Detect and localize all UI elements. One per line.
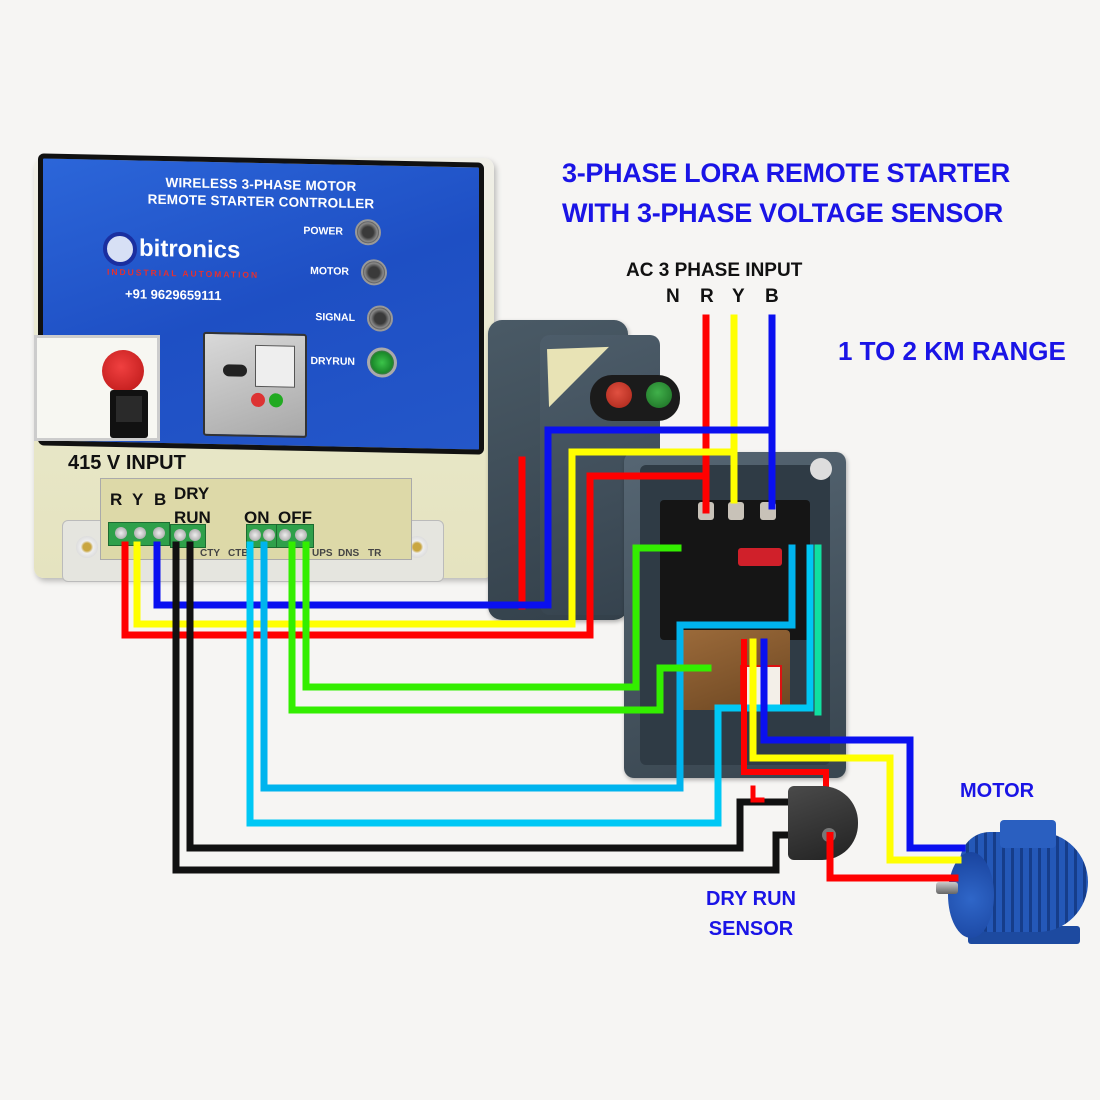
wire-r-controller bbox=[121, 472, 710, 639]
motor-shaft bbox=[936, 882, 958, 894]
wire-out-r-stub bbox=[750, 785, 765, 803]
terminal-off-label: OFF bbox=[278, 508, 312, 527]
screw-icon bbox=[153, 527, 165, 539]
mount-hole-icon bbox=[76, 536, 98, 558]
wire-off-1 bbox=[288, 541, 712, 714]
diagram-title-line1: 3-PHASE LORA REMOTE STARTER bbox=[562, 158, 1010, 188]
wire-off-2 bbox=[302, 541, 682, 691]
mount-hole-icon bbox=[810, 458, 832, 480]
terminal-block-on bbox=[246, 524, 278, 548]
screw-icon bbox=[263, 529, 275, 541]
power-rocker-switch[interactable] bbox=[110, 390, 148, 438]
terminal-block-off bbox=[276, 524, 314, 548]
pcb-label-ctb: CTB bbox=[228, 548, 249, 559]
wire-out-b bbox=[760, 638, 966, 852]
phase-b-label: B bbox=[765, 286, 779, 307]
lug-icon bbox=[728, 502, 744, 520]
ct-hole-icon bbox=[822, 828, 836, 842]
terminal-b-label: B bbox=[154, 490, 167, 509]
wire-out-y bbox=[749, 638, 962, 864]
input-voltage-label: 415 V INPUT bbox=[68, 452, 186, 474]
motor-end-shield bbox=[948, 852, 994, 938]
diagram-title-line2: WITH 3-PHASE VOLTAGE SENSOR bbox=[562, 198, 1003, 228]
phase-r-label: R bbox=[700, 286, 714, 307]
terminal-run-label-text: RUN bbox=[174, 508, 211, 527]
emergency-stop-button[interactable] bbox=[102, 350, 144, 392]
wire-y-controller bbox=[133, 448, 738, 628]
terminal-r-label: R bbox=[110, 490, 123, 509]
wire-out-r bbox=[741, 639, 829, 789]
phase-n-label: N bbox=[666, 286, 680, 307]
terminal-y-label: Y bbox=[132, 490, 144, 509]
contactor-rating-tag bbox=[738, 548, 782, 566]
screw-icon bbox=[189, 529, 201, 541]
contactor bbox=[660, 500, 810, 640]
ac-input-label: AC 3 PHASE INPUT bbox=[626, 260, 803, 281]
wire-dryrun-2 bbox=[186, 541, 796, 852]
wire-b-controller bbox=[153, 426, 776, 609]
wire-dryrun-1 bbox=[172, 541, 796, 874]
screw-icon bbox=[249, 529, 261, 541]
dry-run-ct-sensor bbox=[788, 786, 858, 860]
screw-icon bbox=[295, 529, 307, 541]
wire-on-1 bbox=[246, 541, 814, 827]
screw-icon bbox=[174, 529, 186, 541]
pcb-label-cty: CTY bbox=[200, 548, 220, 559]
screw-icon bbox=[115, 527, 127, 539]
dry-run-sensor-label-line1: DRY RUN bbox=[705, 888, 796, 910]
screw-icon bbox=[279, 529, 291, 541]
range-label: 1 TO 2 KM RANGE bbox=[838, 336, 1066, 366]
motor-terminal-box bbox=[1000, 820, 1056, 848]
pcb-label-ups: UPS bbox=[312, 548, 333, 559]
wire-on-2 bbox=[260, 541, 796, 792]
terminal-dry-label: DRY bbox=[174, 484, 210, 503]
motor-label: MOTOR bbox=[960, 780, 1035, 802]
terminal-on-label: ON bbox=[244, 508, 270, 527]
pcb-label-tr: TR bbox=[368, 548, 382, 559]
dry-run-sensor-label-line2: SENSOR bbox=[708, 918, 794, 940]
stop-button[interactable] bbox=[606, 382, 632, 408]
pcb-label-dns: DNS bbox=[338, 548, 360, 559]
phase-y-label: Y bbox=[732, 286, 745, 307]
screw-icon bbox=[134, 527, 146, 539]
start-button[interactable] bbox=[646, 382, 672, 408]
